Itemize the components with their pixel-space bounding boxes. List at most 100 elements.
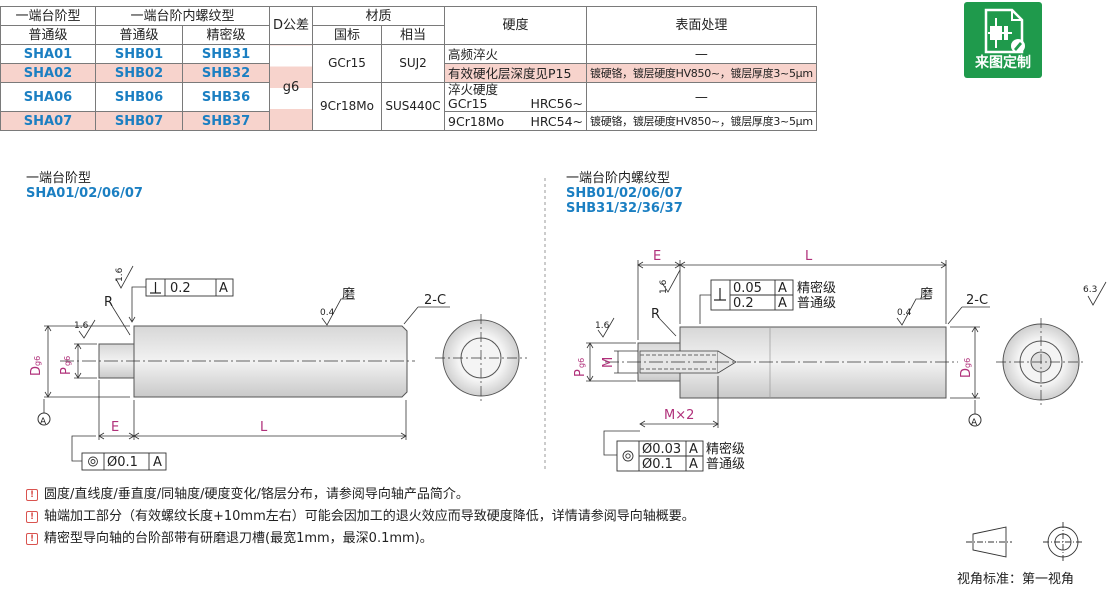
header-surface: 表面处理 [586,6,817,45]
part-number[interactable]: SHB01 [95,44,183,64]
header-precise: 精密级 [182,25,270,45]
right-conc-value-1: Ø0.03 [642,442,681,457]
material-eq: SUJ2 [381,44,446,83]
left-models: SHA01/02/06/07 [26,186,143,201]
header-normal: 普通级 [0,25,96,45]
left-conc-value: Ø0.1 [107,455,138,470]
left-perp-datum: A [219,281,228,296]
right-conc-value-2: Ø0.1 [642,457,673,472]
right-chamfer-label: 2-C [966,293,988,308]
right-r-label: R [651,307,660,322]
right-models-2: SHB31/32/36/37 [566,201,683,216]
hardness-quench: 淬火硬度 [448,82,499,97]
right-conc-datum-2: A [689,457,698,472]
right-conc-datum-1: A [689,442,698,457]
document-edit-icon [984,8,1025,54]
left-ra-3: 0.4 [320,308,335,318]
surface-dash: — [586,82,817,112]
header-std: 国标 [312,25,383,45]
right-ra-4: 6.3 [1083,285,1097,295]
part-number[interactable]: SHB02 [95,63,183,83]
left-l-label: L [260,420,268,435]
right-perp-value-2: 0.2 [733,296,754,311]
part-number[interactable]: SHB37 [182,111,270,131]
left-end-step [460,337,502,379]
right-l-label: L [805,249,813,264]
material-std: 9Cr18Mo [312,82,383,131]
first-angle-projection-icon [966,522,1083,562]
right-conc-precise: 精密级 [706,441,745,457]
left-body [133,325,408,398]
surface-plating: 镀硬铬，镀层硬度HV850~，镀层厚度3~5μm [586,111,817,131]
right-title: 一端台阶内螺纹型 [566,171,671,186]
note-1: !圆度/直线度/垂直度/同轴度/硬度变化/铬层分布，请参阅导向轴产品简介。 [26,486,469,504]
part-number[interactable]: SHB32 [182,63,270,83]
right-grade-normal: 普通级 [797,296,836,311]
left-grind-label: 磨 [342,287,355,302]
left-step [98,343,135,379]
right-grind-label: 磨 [920,287,933,302]
header-material: 材质 [312,6,446,26]
warning-icon: ! [26,489,38,501]
right-datum-letter: A [971,418,978,428]
spec-table: 一端台阶型 一端台阶内螺纹型 D公差 材质 硬度 表面处理 普通级 普通级 精密… [0,6,817,131]
right-conc-frame [616,440,704,472]
right-d-sub: g6 [963,358,972,368]
left-conc-datum: A [153,455,162,470]
header-thread-type: 一端台阶内螺纹型 [95,6,270,26]
left-perp-frame [145,278,234,297]
note-2: !轴端加工部分（有效螺纹长度+10mm左右）可能会因加工的退火效应而导致硬度降低… [26,508,695,526]
right-perp-frame [710,279,794,311]
view-standard-label: 视角标准：第一视角 [957,572,1075,587]
right-mx2-label: M×2 [664,408,694,423]
part-number[interactable]: SHB36 [182,82,270,112]
left-d-label: D [29,366,44,376]
right-perp-datum-2: A [778,296,787,311]
hardness-line: 高频淬火 [444,44,588,64]
tolerance-value: g6 [268,44,314,131]
right-models-1: SHB01/02/06/07 [566,186,683,201]
header-step-type: 一端台阶型 [0,6,96,26]
part-number[interactable]: SHB06 [95,82,183,112]
part-number[interactable]: SHA07 [0,111,96,131]
right-e-label: E [653,249,661,264]
left-datum-letter: A [40,417,47,427]
note-3: !精密型导向轴的台阶部带有研磨退刀槽(最宽1mm，最深0.1mm)。 [26,530,433,548]
right-ra-1: 1.6 [659,279,669,294]
hardness-line: 有效硬化层深度见P15 [444,63,588,83]
surface-plating: 镀硬铬，镀层硬度HV850~，镀层厚度3~5μm [586,63,817,83]
right-m-label: M [601,357,616,368]
part-number[interactable]: SHB07 [95,111,183,131]
left-perp-value: 0.2 [170,281,191,296]
right-p-label: P [573,369,588,377]
warning-icon: ! [26,533,38,545]
left-shaft [60,314,527,402]
custom-drawing-logo[interactable]: 来图定制 [964,2,1042,78]
left-conc-frame [81,452,167,471]
left-r-label: R [104,295,113,310]
header-eq: 相当 [381,25,446,45]
left-title: 一端台阶型 [26,171,92,186]
part-number[interactable]: SHA06 [0,82,96,112]
material-eq: SUS440C [381,82,446,131]
part-number[interactable]: SHB31 [182,44,270,64]
material-std: GCr15 [312,44,383,83]
right-conc-normal: 普通级 [706,457,745,472]
left-p-label: P [59,367,74,375]
left-d-sub: g6 [33,356,42,366]
right-shaft [605,318,1086,406]
right-grade-precise: 精密级 [797,280,836,296]
surface-dash: — [586,44,817,64]
right-perp-datum-1: A [778,281,787,296]
right-d-label: D [959,368,974,378]
left-ra-2: 1.6 [74,321,89,331]
left-e-label: E [111,420,119,435]
left-datum-circle [37,412,51,426]
part-number[interactable]: SHA01 [0,44,96,64]
right-ra-3: 0.4 [897,308,912,318]
part-number[interactable]: SHA02 [0,63,96,83]
left-p-sub: g6 [63,356,72,366]
